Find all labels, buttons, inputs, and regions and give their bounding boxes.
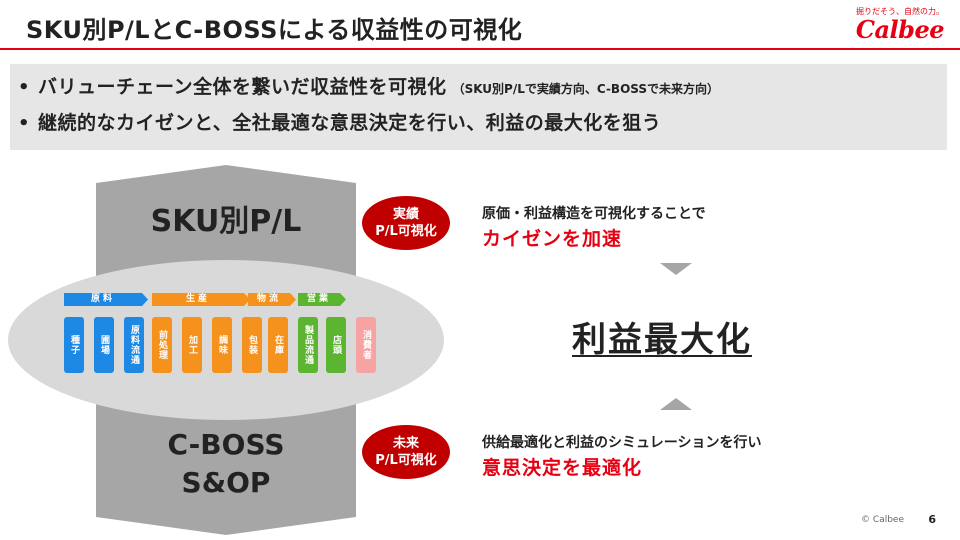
step-box-processing: 加工 <box>182 317 202 373</box>
step-box-field: 圃場 <box>94 317 114 373</box>
future-description: 供給最適化と利益のシミュレーションを行い <box>482 435 762 451</box>
calbee-logo: 掘りだそう、自然の力。 Calbee <box>834 6 945 46</box>
phase-label-logistics: 物流 <box>256 294 281 304</box>
logo-tagline: 掘りだそう、自然の力。 <box>856 7 944 16</box>
phase-arrow-raw <box>64 293 148 306</box>
phase-arrow-production <box>152 293 250 306</box>
bullet-dot-icon: • <box>18 113 30 134</box>
up-triangle-icon <box>660 398 692 410</box>
logo-wordmark: Calbee <box>855 15 945 44</box>
step-box-consumer: 消費者 <box>356 317 376 373</box>
bullet-item: • 継続的なカイゼンと、全社最適な意思決定を行い、利益の最大化を狙う <box>18 108 939 144</box>
bullet-dot-icon: • <box>18 77 30 98</box>
profit-maximization-title: 利益最大化 <box>572 320 752 360</box>
phase-label-production: 生産 <box>185 294 210 304</box>
step-box-preprocess: 前処理 <box>152 317 172 373</box>
step-box-raw-distribution: 原料流通 <box>124 317 144 373</box>
page-number: 6 <box>928 513 936 526</box>
actual-pl-badge: 実績 P/L可視化 <box>362 196 450 250</box>
phase-label-raw: 原料 <box>90 294 115 304</box>
bullet-text: 継続的なカイゼンと、全社最適な意思決定を行い、利益の最大化を狙う <box>38 112 662 134</box>
badge-line: P/L可視化 <box>375 224 437 239</box>
copyright: © Calbee <box>861 515 904 525</box>
phase-arrow-logistics <box>248 293 296 306</box>
step-box-seed: 種子 <box>64 317 84 373</box>
phase-arrow-sales <box>298 293 346 306</box>
bullet-item: • バリューチェーン全体を繋いだ収益性を可視化 （SKU別P/Lで実績方向、C-… <box>18 72 939 108</box>
phase-arrows <box>64 293 346 306</box>
title-divider <box>0 48 960 50</box>
actual-description: 原価・利益構造を可視化することで <box>482 206 706 222</box>
step-box-store: 店頭 <box>326 317 346 373</box>
badge-line: 未来 <box>392 436 419 451</box>
down-triangle-icon <box>660 263 692 275</box>
sop-label: S&OP <box>181 466 271 499</box>
cboss-label: C-BOSS <box>167 428 285 461</box>
step-box-seasoning: 調味 <box>212 317 232 373</box>
actual-highlight: カイゼンを加速 <box>482 228 623 250</box>
future-highlight: 意思決定を最適化 <box>482 457 643 479</box>
step-box-inventory: 在庫 <box>268 317 288 373</box>
phase-label-sales: 営業 <box>306 294 331 304</box>
future-pl-badge: 未来 P/L可視化 <box>362 425 450 479</box>
step-box-product-distribution: 製品流通 <box>298 317 318 373</box>
badge-line: P/L可視化 <box>375 453 437 468</box>
step-box-packaging: 包装 <box>242 317 262 373</box>
summary-box: • バリューチェーン全体を繋いだ収益性を可視化 （SKU別P/Lで実績方向、C-… <box>10 64 947 150</box>
bullet-note: （SKU別P/Lで実績方向、C-BOSSで未来方向） <box>452 82 720 96</box>
bullet-text: バリューチェーン全体を繋いだ収益性を可視化 <box>38 76 447 98</box>
sku-pl-label: SKU別P/L <box>150 204 302 239</box>
badge-line: 実績 <box>392 207 419 222</box>
page-title: SKU別P/LとC-BOSSによる収益性の可視化 <box>26 16 523 44</box>
